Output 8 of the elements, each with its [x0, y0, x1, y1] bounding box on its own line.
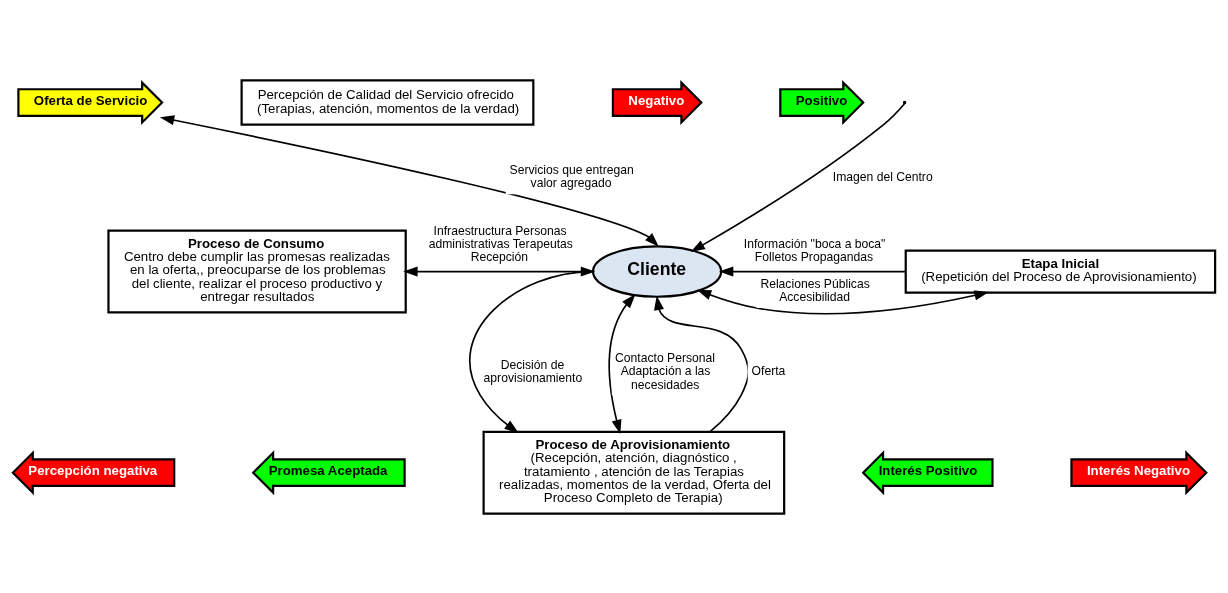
edge-label: Relaciones Públicas Accesibilidad [760, 276, 870, 304]
edge-label: Información "boca a boca" Folletos Propagandas [743, 236, 886, 264]
edge-label: Imagen del Centro [832, 169, 933, 184]
edge-label: Contacto Personal Adaptación a las necesidades [615, 350, 715, 391]
edge-label: Oferta [751, 363, 786, 378]
edge-label: Servicios que entregan valor agregado [509, 162, 634, 190]
edge-label: Infraestructura Personas administrativas Terapeutas Recepción [428, 223, 573, 264]
edge-label: Decisión de aprovisionamiento [483, 357, 583, 385]
